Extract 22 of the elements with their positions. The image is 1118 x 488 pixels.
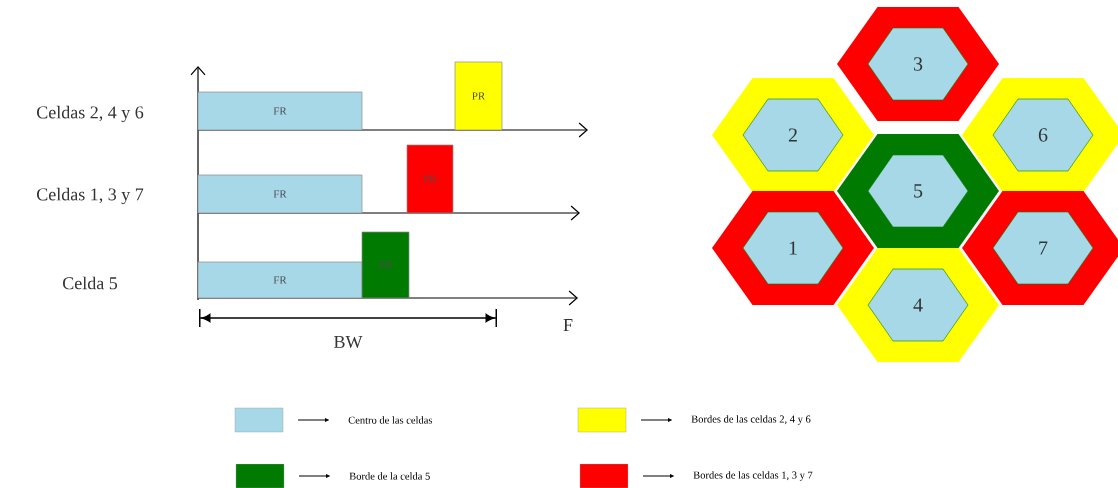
cell-center-hexagon: 2 [742, 98, 844, 172]
fr-band: FR [197, 91, 363, 131]
cell-center-hexagon: 3 [867, 27, 969, 101]
pr-band: PR [361, 231, 410, 299]
cell-center-hexagon: 6 [992, 98, 1094, 172]
axis-label: F [563, 319, 573, 331]
pr-band: PR [406, 144, 454, 214]
legend-text: Borde de la celda 5 [349, 472, 430, 480]
legend-text: Bordes de las celdas 2, 4 y 6 [691, 415, 811, 425]
legend-text: Centro de las celdas [348, 416, 433, 424]
cell-center-hexagon: 7 [992, 211, 1094, 285]
legend-text: Bordes de las celdas 1, 3 y 7 [693, 471, 813, 481]
row-label: Celdas 2, 4 y 6 [37, 105, 144, 123]
cell-center-hexagon: 4 [867, 268, 969, 342]
cell-center-hexagon: 5 [867, 154, 969, 228]
row-label: Celda 5 [63, 276, 118, 290]
row-label: Celdas 1, 3 y 7 [37, 187, 144, 205]
dimension-label: BW [334, 335, 363, 348]
cell-center-hexagon: 1 [742, 211, 844, 285]
pr-band: PR [454, 61, 503, 131]
fr-band: FR [197, 261, 363, 299]
fr-band: FR [197, 174, 363, 214]
